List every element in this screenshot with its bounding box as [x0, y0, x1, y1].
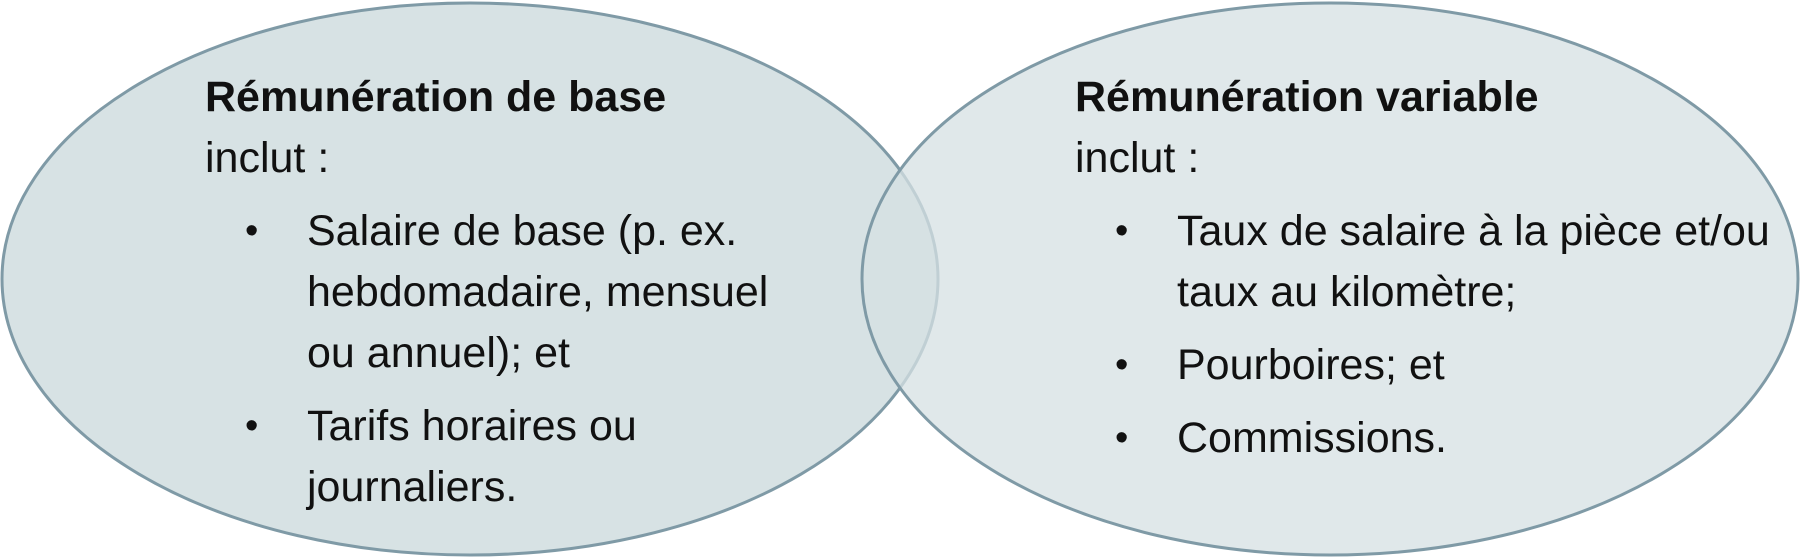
list-item: • Tarifs horaires ou journaliers. [205, 396, 727, 518]
list-item: • Pourboires; et [1075, 335, 1715, 396]
right-subtitle: inclut : [1075, 134, 1200, 182]
left-title: Rémunération de base [205, 73, 667, 121]
right-item-2: Pourboires; et [1177, 341, 1445, 389]
list-item: • Salaire de base (p. ex. hebdomadaire, … [205, 201, 827, 384]
right-list: • Taux de salaire à la pièce et/ou taux … [1075, 201, 1770, 469]
bullet-icon: • [1115, 344, 1129, 386]
right-circle-content: Rémunération variable inclut : • Taux de… [1075, 67, 1770, 481]
bullet-icon: • [245, 210, 259, 252]
list-item: • Commissions. [1075, 408, 1715, 469]
left-subtitle: inclut : [205, 134, 330, 182]
bullet-icon: • [1115, 417, 1129, 459]
right-circle [860, 1, 1800, 557]
right-item-1: Taux de salaire à la pièce et/ou taux au… [1177, 207, 1770, 316]
list-item: • Taux de salaire à la pièce et/ou taux … [1075, 201, 1800, 323]
right-title: Rémunération variable [1075, 73, 1539, 121]
right-item-3: Commissions. [1177, 414, 1447, 462]
left-list: • Salaire de base (p. ex. hebdomadaire, … [205, 201, 845, 518]
left-item-2: Tarifs horaires ou journaliers. [307, 402, 637, 511]
left-item-1: Salaire de base (p. ex. hebdomadaire, me… [307, 207, 769, 377]
bullet-icon: • [245, 405, 259, 447]
left-circle-content: Rémunération de base inclut : • Salaire … [205, 67, 845, 530]
bullet-icon: • [1115, 210, 1129, 252]
